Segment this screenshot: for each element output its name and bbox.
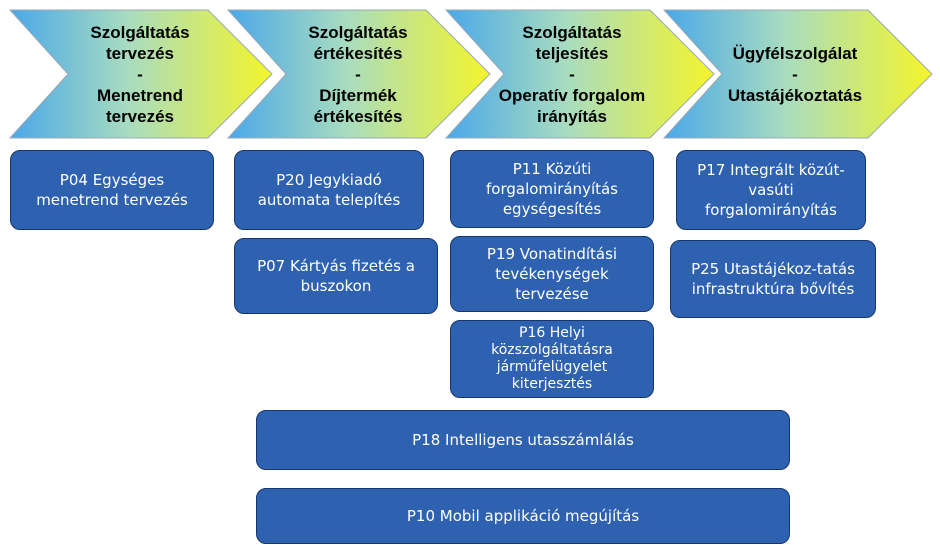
stage-label-line: értékesítés [313,43,403,63]
stage-label-line: tervezés [105,106,175,126]
stage-label-line: értékesítés [313,106,403,126]
stage-label-line: Díjtermék [319,85,397,105]
stage-label-line: Operatív forgalom [498,85,646,105]
stage-4-label: Ügyfélszolgálat-Utastájékoztatás [705,14,885,134]
stage-label-line: irányítás [537,106,607,126]
project-p19: P19 Vonatindítási tevékenységek tervezés… [450,236,654,312]
project-p17: P17 Integrált közút-vasúti forgalomirány… [676,150,866,230]
stage-label-line: - [137,64,143,84]
stage-label-line: Szolgáltatás [90,22,190,42]
stage-label-line: Menetrend [97,85,183,105]
stage-label-line: Szolgáltatás [522,22,622,42]
project-p11: P11 Közúti forgalomirányítás egységesíté… [450,150,654,228]
process-chevrons [8,9,933,139]
chevron-stage-2 [226,9,491,139]
project-p20: P20 Jegykiadó automata telepítés [234,150,424,230]
stage-label-line: tervezés [105,43,175,63]
stage-label-line: Utastájékoztatás [727,85,863,105]
project-p07: P07 Kártyás fizetés a buszokon [234,238,438,314]
project-p16: P16 Helyi közszolgáltatásra járműfelügye… [450,320,654,398]
chevron-stage-1 [8,9,273,139]
stage-label-line: teljesítés [535,43,609,63]
project-p25: P25 Utastájékoz-tatás infrastruktúra bőv… [670,240,876,318]
project-p10: P10 Mobil applikáció megújítás [256,488,790,544]
chevron-stage-3 [444,9,715,139]
stage-label-line: Ügyfélszolgálat [732,43,858,63]
project-p18: P18 Intelligens utasszámlálás [256,410,790,470]
chevron-stage-4 [662,9,933,139]
stage-label-line: - [355,64,361,84]
stage-label-line: - [792,64,798,84]
project-p04: P04 Egységes menetrend tervezés [10,150,214,230]
stage-label-line: - [569,64,575,84]
stage-label-line: Szolgáltatás [308,22,408,42]
